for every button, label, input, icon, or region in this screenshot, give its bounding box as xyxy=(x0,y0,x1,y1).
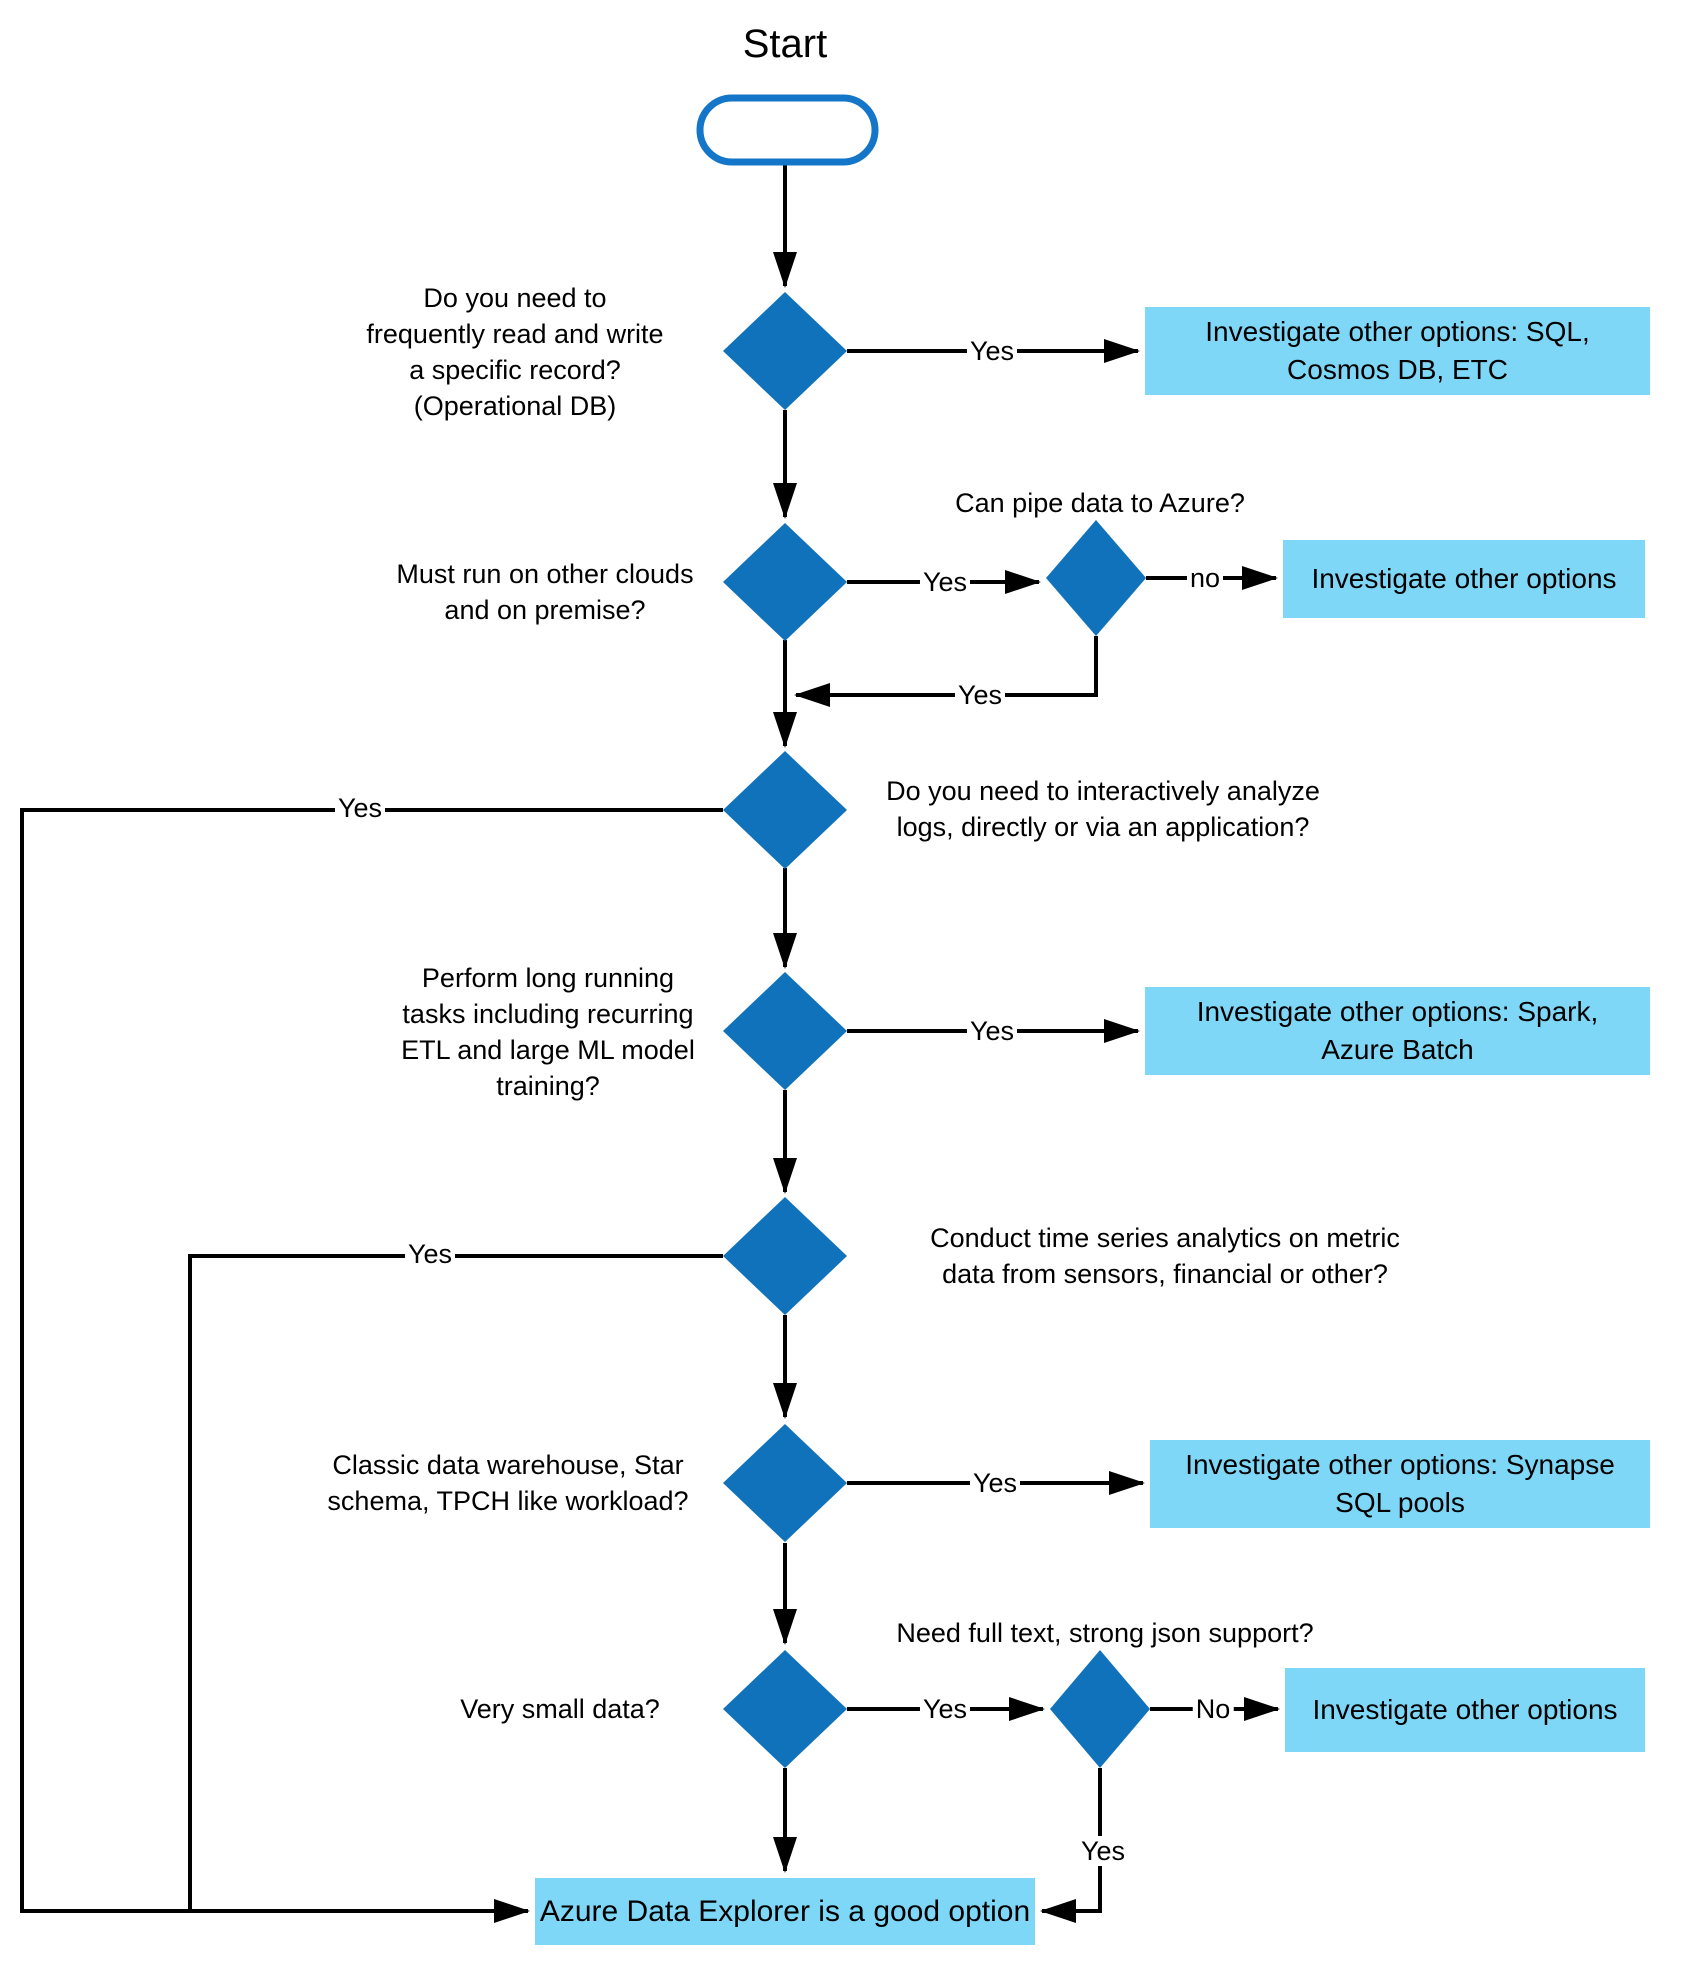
edge-pipe-yes-return xyxy=(794,636,1098,707)
question-long-running-text: Perform long running tasks including rec… xyxy=(401,963,695,1101)
start-label: Start xyxy=(742,22,828,66)
decision-small-data-diamond xyxy=(723,1650,847,1768)
edge-label-q2-yes: Yes xyxy=(919,567,971,597)
question-time-series-text: Conduct time series analytics on metric … xyxy=(930,1223,1400,1289)
decision-other-clouds-diamond xyxy=(723,523,847,641)
result-box-synapse: Investigate other options: Synapse SQL p… xyxy=(1150,1440,1650,1528)
question-interactive-logs-text: Do you need to interactively analyze log… xyxy=(886,776,1320,842)
edge-label-q1-yes: Yes xyxy=(966,336,1018,366)
decision-pipe-to-azure-diamond xyxy=(1046,520,1146,636)
decision-time-series-diamond xyxy=(723,1197,847,1315)
question-other-clouds-text: Must run on other clouds and on premise? xyxy=(396,559,694,625)
question-classic-dw-text: Classic data warehouse, Star schema, TPC… xyxy=(327,1450,689,1516)
decision-classic-dw-diamond xyxy=(723,1424,847,1542)
question-small-data-text: Very small data? xyxy=(460,1694,660,1724)
decision-full-text-diamond xyxy=(1050,1650,1150,1768)
edge-label-q2b-no: no xyxy=(1186,563,1224,593)
edge-label-q3-yes: Yes xyxy=(334,793,386,823)
edge-label-q7b-yes: Yes xyxy=(1077,1836,1129,1866)
decision-operational-db-diamond xyxy=(723,292,847,410)
decision-interactive-logs-diamond xyxy=(723,751,847,869)
result-box-other-options-bottom: Investigate other options xyxy=(1285,1668,1645,1752)
result-box-spark-batch: Investigate other options: Spark, Azure … xyxy=(1145,987,1650,1075)
decision-long-running-diamond xyxy=(723,972,847,1090)
edge-label-q7b-no: No xyxy=(1192,1694,1234,1724)
result-box-adx: Azure Data Explorer is a good option xyxy=(535,1878,1035,1945)
question-operational-db-text: Do you need to frequently read and write… xyxy=(366,283,664,421)
edge-label-q4-yes: Yes xyxy=(966,1016,1018,1046)
question-pipe-to-azure-text: Can pipe data to Azure? xyxy=(955,488,1245,518)
result-box-sql-cosmos: Investigate other options: SQL, Cosmos D… xyxy=(1145,307,1650,395)
edge-label-q6-yes: Yes xyxy=(969,1468,1021,1498)
edge-label-q7-yes: Yes xyxy=(919,1694,971,1724)
edge-label-q2b-yes: Yes xyxy=(954,680,1006,710)
start-terminator xyxy=(696,94,879,166)
edge-fulltext-yes-to-adx xyxy=(1040,1768,1102,1923)
edge-q5-yes-to-adx xyxy=(188,1254,723,1909)
edge-label-q5-yes: Yes xyxy=(404,1239,456,1269)
result-box-other-options-top: Investigate other options xyxy=(1283,540,1645,618)
question-full-text-text: Need full text, strong json support? xyxy=(896,1618,1314,1648)
